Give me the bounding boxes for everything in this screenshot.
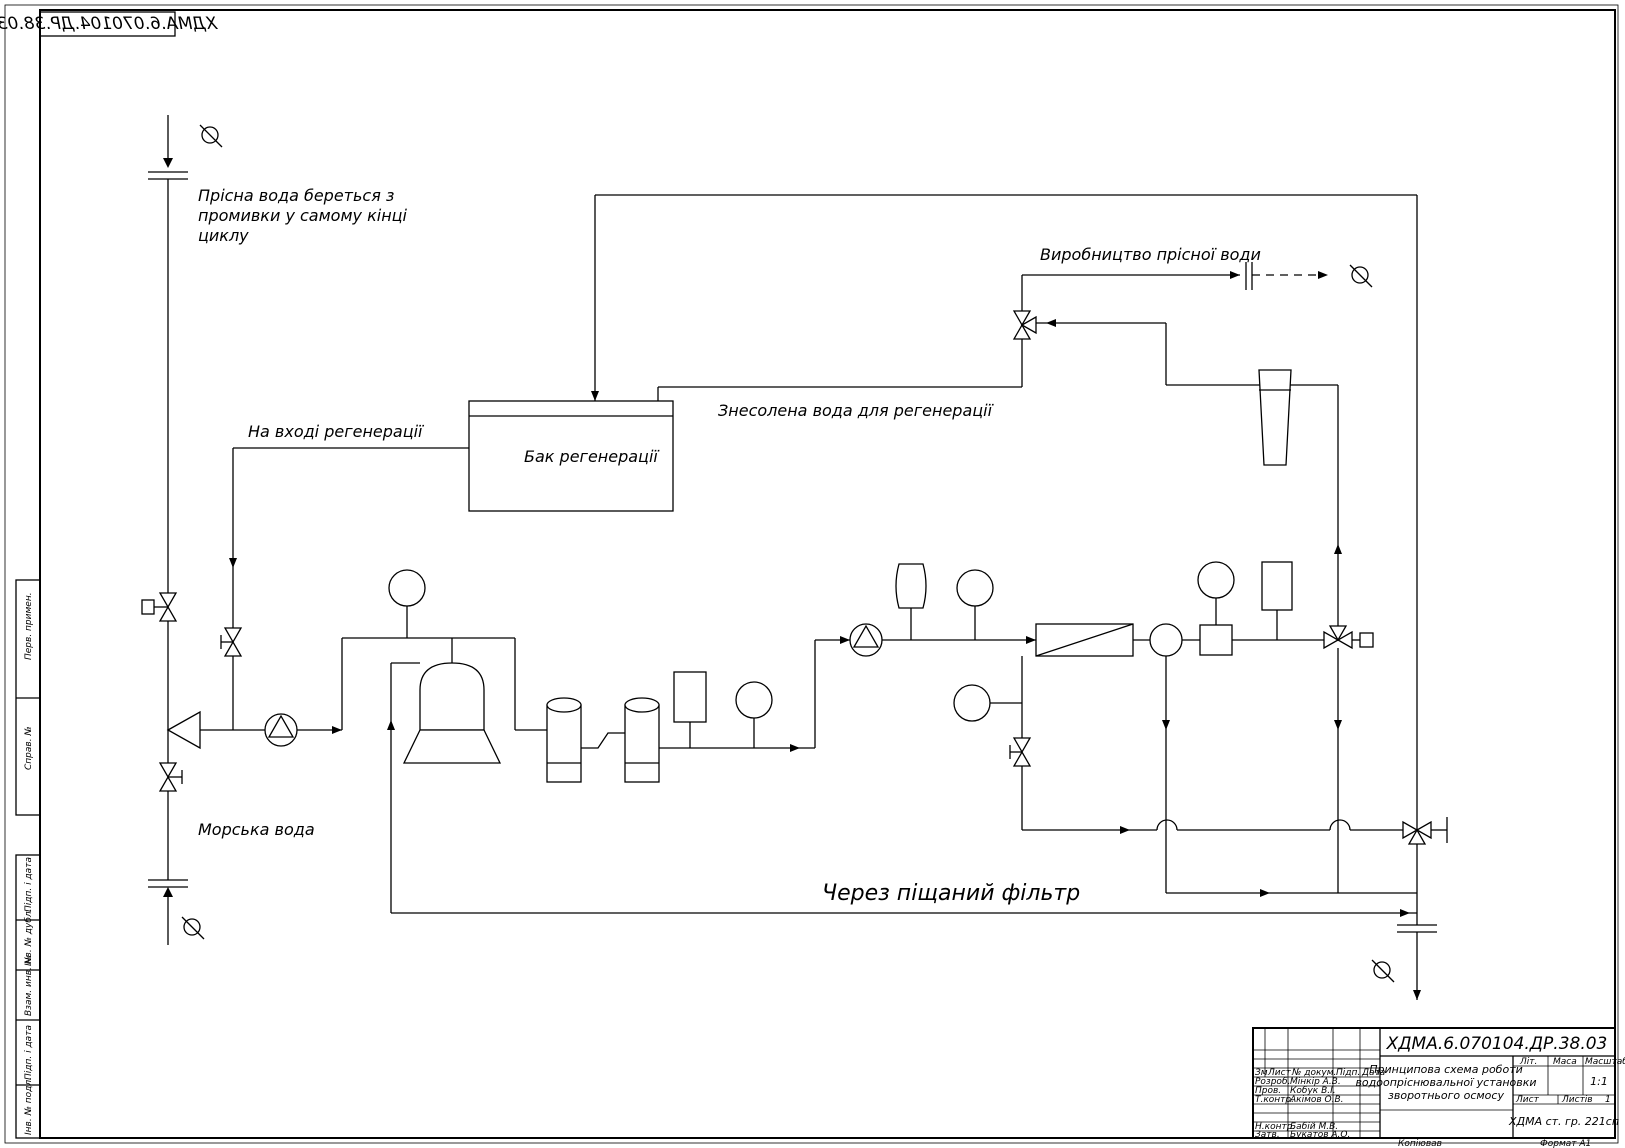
- pressure-gauge-2: [735, 681, 773, 719]
- tb-col-sign: Підп.: [1336, 1068, 1360, 1078]
- recirculation-loop: [1162, 648, 1437, 1000]
- regeneration-inlet-label: На вході регенерації: [248, 422, 425, 441]
- side-sign-date-2: Підп. і дата: [24, 1025, 34, 1080]
- tb-name-3: Акімов О.В.: [1289, 1095, 1344, 1105]
- mirrored-stamp-box: [39, 11, 176, 37]
- regeneration-inlet-line: [220, 447, 469, 730]
- tb-col-sheet: Лист: [1267, 1068, 1292, 1078]
- tb-title-line3: зворотнього осмосу: [1388, 1089, 1504, 1102]
- tb-scale-label: Масштаб: [1585, 1057, 1625, 1067]
- side-sign-date-1: Підп. і дата: [24, 857, 34, 912]
- side-stamp: Перв. примен. Справ. № Підп. і дата Інв.…: [15, 579, 41, 1139]
- outer-frame: [4, 4, 1619, 1144]
- tb-copied: Копіював: [1398, 1139, 1442, 1148]
- sensor-box: [1199, 624, 1233, 656]
- uv-steriliser: [1258, 369, 1292, 466]
- sand-filter-return: [387, 662, 1417, 917]
- pressure-gauge-5: [953, 684, 991, 722]
- fresh-water-note-line2: промивки у самому кінці: [198, 206, 408, 225]
- fresh-water-production-label: Виробництво прісної води: [1040, 245, 1261, 264]
- tb-col-date: Дата: [1361, 1068, 1385, 1078]
- feed-pump-line: [200, 569, 547, 747]
- tb-col-change: Зм: [1255, 1068, 1268, 1078]
- instrument-2: [1261, 561, 1293, 611]
- pressure-gauge-3: [956, 569, 994, 607]
- tb-lit-label: Літ.: [1519, 1057, 1537, 1067]
- pipe-to-hp-pump: [659, 636, 850, 752]
- title-block-code: ХДМА.6.070104.ДР.38.03: [1386, 1034, 1608, 1054]
- sea-water-feed-line: [141, 115, 223, 945]
- side-orig-inv: Інв. № подл.: [24, 1077, 34, 1135]
- title-block: [1252, 1027, 1616, 1139]
- tb-name-1: Мінкір А.В.: [1290, 1077, 1341, 1087]
- top-return-loop: [591, 194, 1418, 830]
- tb-role-4: Н.контр.: [1255, 1122, 1295, 1132]
- tb-sheets-label: Листів: [1561, 1095, 1593, 1105]
- fresh-water-note-line3: циклу: [198, 226, 249, 245]
- tb-title-line2: водоопріснювальної установки: [1355, 1076, 1536, 1089]
- side-ref-no: Справ. №: [24, 726, 34, 770]
- tb-sheets-value: 1: [1605, 1095, 1611, 1105]
- tb-title-line1: Принципова схема роботи: [1369, 1063, 1523, 1076]
- sea-water-label: Морська вода: [198, 820, 315, 839]
- tb-role-1: Розроб.: [1255, 1077, 1290, 1087]
- pressure-gauge-4: [1197, 561, 1235, 599]
- fresh-water-note-line1: Прісна вода береться з: [198, 186, 394, 205]
- instrument-1: [673, 671, 707, 723]
- demineralized-water-label: Знесолена вода для регенерації: [718, 401, 995, 420]
- accumulator: [895, 563, 927, 609]
- cartridge-filters: [546, 697, 660, 783]
- pressure-gauge-1: [388, 569, 426, 607]
- regeneration-tank-label: Бак регенерації: [524, 447, 660, 466]
- side-replace-inv: Взам. инв. №: [24, 955, 34, 1016]
- flow-meter: [1149, 623, 1183, 657]
- tb-scale-value: 1:1: [1590, 1075, 1608, 1088]
- side-dup-inv: Інв. № дубл.: [24, 909, 34, 967]
- sand-filter-label: Через піщаний фільтр: [822, 881, 1080, 906]
- mirrored-stamp-code: ХДМА.6.070104.ДР.38.03: [0, 14, 218, 34]
- tb-name-2: Кобук В.І.: [1290, 1086, 1336, 1096]
- regeneration-tank: [468, 400, 674, 512]
- side-first-use: Перв. примен.: [24, 592, 34, 660]
- tb-col-doc: № докум.: [1291, 1068, 1336, 1078]
- tb-format: Формат А1: [1540, 1139, 1591, 1148]
- sand-filter: [402, 662, 502, 764]
- brine-branch: [953, 656, 1448, 845]
- tb-role-2: Пров.: [1255, 1086, 1281, 1096]
- tb-role-5: Затв.: [1255, 1130, 1280, 1140]
- tb-name-5: Букатов А.О.: [1290, 1130, 1350, 1140]
- tb-sheet-label: Лист: [1515, 1095, 1540, 1105]
- product-diverter-valve: [657, 262, 1373, 401]
- hp-pump-ro-line: [849, 561, 1374, 657]
- tb-mass-label: Маса: [1553, 1057, 1577, 1067]
- tb-org: ХДМА ст. гр. 221сп: [1508, 1115, 1619, 1128]
- tb-name-4: Бабій М.В.: [1290, 1122, 1338, 1132]
- tb-role-3: Т.контр.: [1255, 1095, 1294, 1105]
- inner-frame: [39, 9, 1616, 1139]
- product-line: [1036, 319, 1342, 626]
